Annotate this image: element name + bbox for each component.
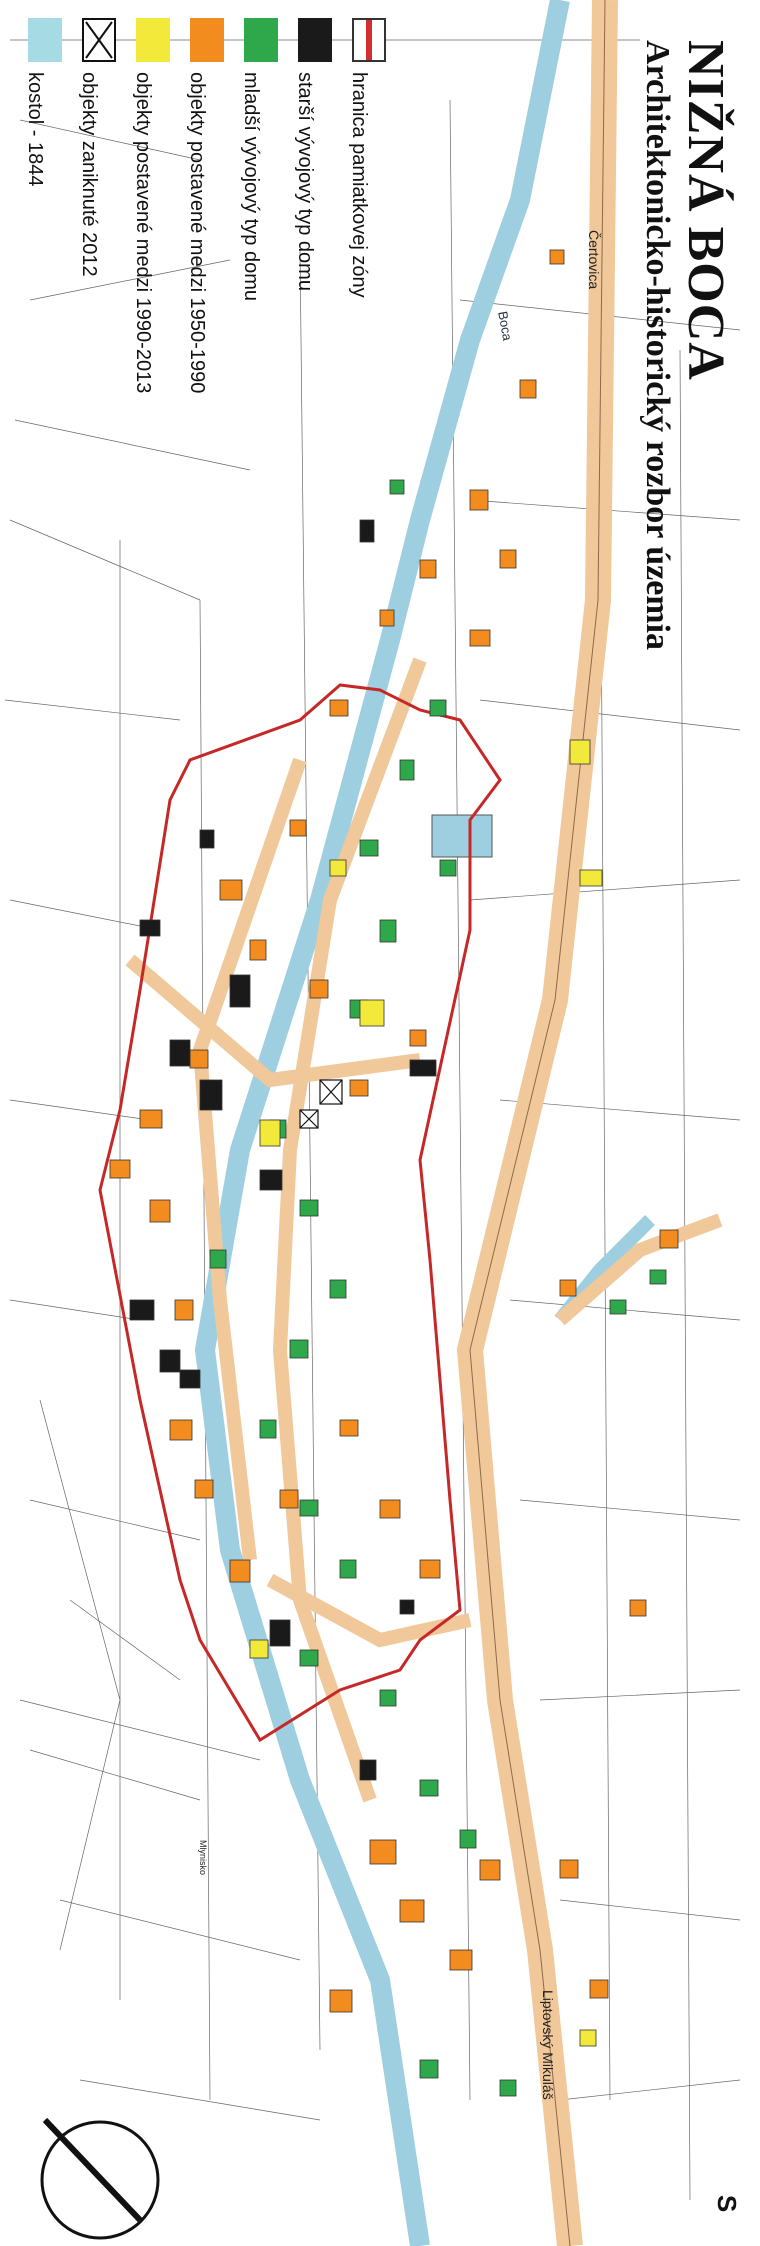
legend-swatch-defunct [82, 18, 116, 62]
label-field: Mlynisko [198, 1840, 208, 1876]
label-south-direction: Liptovský Mikuláš [540, 1990, 556, 2100]
buildings-older-type [129, 519, 437, 1781]
legend-label-church: kostol - 1844 [24, 72, 46, 187]
river [194, 0, 570, 2246]
legend-swatch-border [352, 18, 386, 62]
parcel-lines [4, 39, 741, 2201]
legend-swatch-church [28, 18, 62, 62]
north-arrow-compass [40, 2117, 160, 2240]
legend-label-border: hranica pamiatkovej zóny [348, 72, 370, 298]
village-streets [125, 657, 723, 1803]
buildings-1950-1990 [109, 249, 679, 2013]
legend-swatch-younger [244, 18, 278, 62]
legend-swatch-older [298, 18, 332, 62]
buildings-1990-2013 [249, 739, 603, 2047]
legend-label-older: starší vývojový typ domu [294, 72, 316, 291]
legend-swatch-1990 [136, 18, 170, 62]
map-title: NIŽNÁ BOCA [677, 40, 734, 381]
legend-label-1950: objekty postavené medzi 1950-1990 [186, 72, 208, 394]
legend-label-1990: objekty postavené medzi 1990-2013 [132, 72, 154, 394]
heritage-zone-border [98, 683, 502, 1743]
buildings-younger-type [209, 479, 667, 2097]
legend-label-younger: mladší vývojový typ domu [240, 72, 262, 301]
compass-letter: S [712, 2194, 743, 2213]
buildings-defunct [299, 1079, 343, 1129]
main-road [456, 0, 618, 2246]
legend-swatch-1950 [190, 18, 224, 62]
pond [431, 814, 493, 858]
legend-label-defunct: objekty zaniknuté 2012 [78, 72, 100, 277]
label-north-direction: Čertovica [586, 230, 602, 290]
map-subtitle: Architektonicko-historický rozbor územia [639, 40, 676, 651]
